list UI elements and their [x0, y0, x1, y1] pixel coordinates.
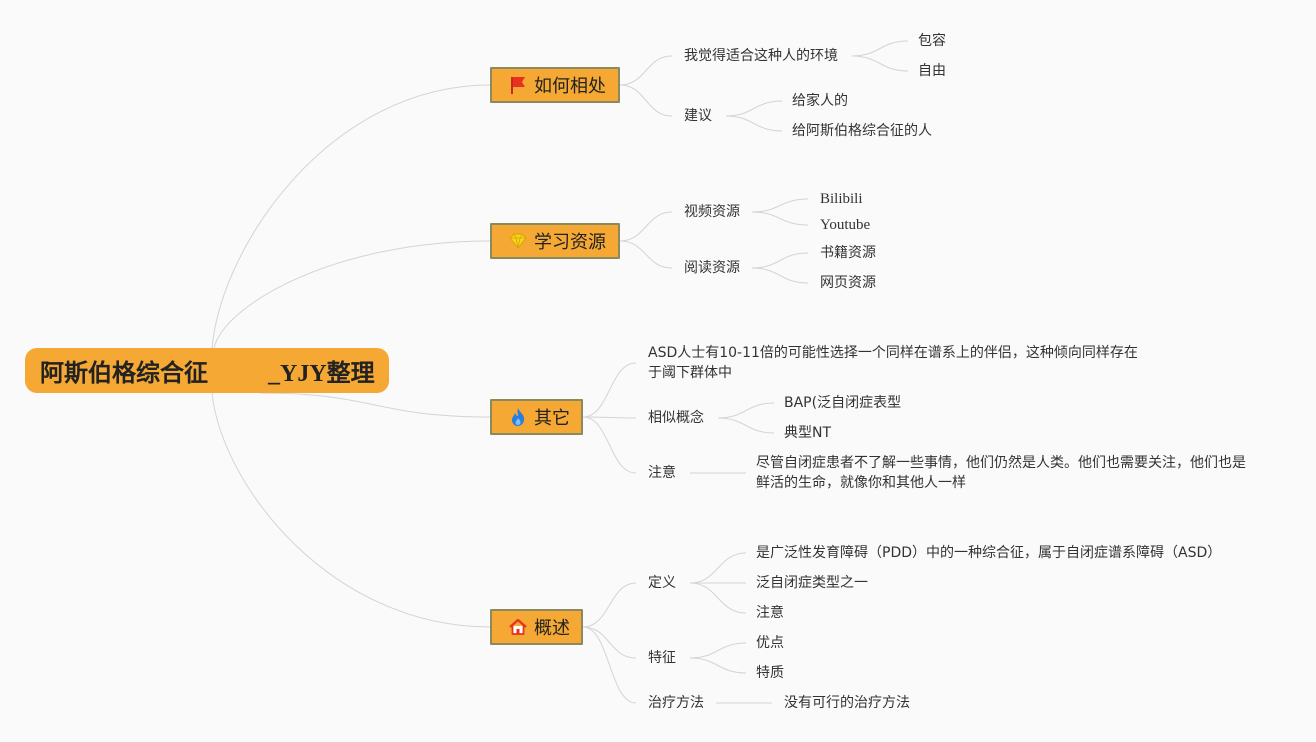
root-connector-line: [211, 392, 491, 628]
connector-line: [689, 552, 747, 584]
connector-line: [689, 642, 747, 659]
node-bap[interactable]: BAP(泛自闭症表型: [784, 395, 902, 411]
node-partner-note[interactable]: ASD人士有10-11倍的可能性选择一个同样在谱系上的伴侣，这种倾向同样存在于阈…: [648, 345, 1138, 381]
topic-label: 概述: [534, 618, 570, 639]
connector-line: [751, 252, 809, 269]
node-web[interactable]: 网页资源: [820, 275, 876, 291]
connector-line: [751, 211, 809, 226]
root-connector-line: [211, 84, 491, 349]
connector-line: [582, 416, 637, 419]
node-definition-type[interactable]: 泛自闭症类型之一: [756, 575, 868, 591]
connector-line: [619, 240, 673, 269]
node-video[interactable]: 视频资源: [684, 204, 740, 220]
root-connector-line: [213, 240, 491, 349]
root-title: 阿斯伯格综合征: [40, 361, 208, 387]
topic-getting-along[interactable]: 如何相处: [490, 67, 620, 103]
flag-icon: [508, 75, 528, 95]
node-nt[interactable]: 典型NT: [784, 425, 832, 441]
topic-other[interactable]: 其它: [490, 399, 583, 435]
connector-line: [717, 402, 775, 419]
node-freedom[interactable]: 自由: [918, 63, 946, 79]
connector-line: [725, 100, 783, 117]
connector-line: [582, 582, 637, 628]
node-for-aspergers[interactable]: 给阿斯伯格综合征的人: [792, 123, 932, 139]
root-connector-line: [259, 392, 491, 418]
topic-label: 其它: [534, 408, 570, 429]
connector-line: [751, 267, 809, 284]
connector-line: [582, 416, 637, 474]
connector-line: [851, 40, 909, 57]
node-attention-text[interactable]: 尽管自闭症患者不了解一些事情，他们仍然是人类。他们也需要关注，他们也是鲜活的生命…: [756, 455, 1246, 491]
house-icon: [508, 617, 528, 637]
node-definition-note[interactable]: 注意: [756, 605, 784, 621]
node-treatment[interactable]: 治疗方法: [648, 695, 704, 711]
node-bilibili[interactable]: Bilibili: [820, 191, 863, 207]
connector-line: [582, 362, 637, 418]
connector-line: [619, 55, 673, 86]
connector-line: [619, 211, 673, 242]
node-attention[interactable]: 注意: [648, 465, 676, 481]
root-suffix: _YJY整理: [268, 361, 375, 387]
connector-line: [689, 582, 747, 614]
connector-line: [851, 55, 909, 72]
node-characteristics[interactable]: 特质: [756, 665, 784, 681]
connector-line: [689, 657, 747, 674]
flame-icon: [508, 407, 528, 427]
node-no-treatment[interactable]: 没有可行的治疗方法: [784, 695, 910, 711]
node-strengths[interactable]: 优点: [756, 635, 784, 651]
connector-line: [725, 115, 783, 132]
root-topic[interactable]: 阿斯伯格综合征 _YJY整理: [25, 348, 389, 393]
node-for-family[interactable]: 给家人的: [792, 93, 848, 109]
node-similar-concepts[interactable]: 相似概念: [648, 410, 704, 426]
node-advice[interactable]: 建议: [684, 108, 712, 124]
connector-line: [619, 84, 673, 117]
node-definition-pdd[interactable]: 是广泛性发育障碍（PDD）中的一种综合征，属于自闭症谱系障碍（ASD）: [756, 545, 1222, 561]
node-tolerance[interactable]: 包容: [918, 33, 946, 49]
topic-label: 学习资源: [534, 232, 606, 253]
topic-overview[interactable]: 概述: [490, 609, 583, 645]
node-youtube[interactable]: Youtube: [820, 217, 871, 233]
connector-line: [582, 626, 637, 704]
diamond-icon: [508, 231, 528, 251]
node-traits[interactable]: 特征: [648, 650, 676, 666]
node-reading[interactable]: 阅读资源: [684, 260, 740, 276]
node-books[interactable]: 书籍资源: [820, 245, 876, 261]
node-definition[interactable]: 定义: [648, 575, 676, 591]
node-environment[interactable]: 我觉得适合这种人的环境: [684, 48, 838, 64]
topic-label: 如何相处: [534, 76, 606, 97]
topic-resources[interactable]: 学习资源: [490, 223, 620, 259]
connector-line: [751, 198, 809, 213]
connector-line: [582, 626, 637, 659]
connector-line: [717, 417, 775, 434]
